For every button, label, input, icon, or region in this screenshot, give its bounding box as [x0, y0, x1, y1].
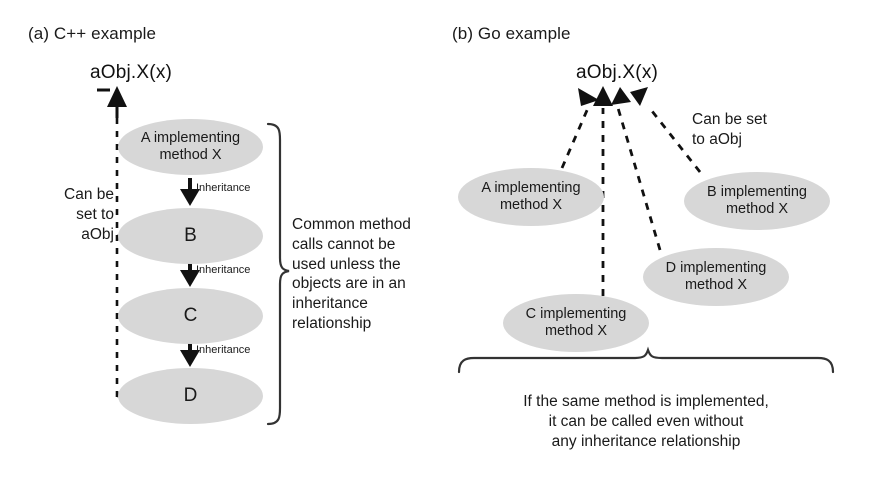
panel-a-node-c[interactable]: C [118, 288, 263, 344]
panel-a-node-a[interactable]: A implementing method X [118, 119, 263, 175]
panel-b-node-b[interactable]: B implementing method X [684, 172, 830, 230]
panel-a-node-b[interactable]: B [118, 208, 263, 264]
panel-a-call-arrow-icon [97, 86, 127, 118]
panel-a-call-label: aObj.X(x) [90, 62, 173, 83]
panel-b-can-be-set-note: Can be set to aObj [692, 111, 767, 148]
panel-a-title: (a) C++ example [28, 24, 157, 43]
panel-b-title: (b) Go example [452, 24, 571, 43]
panel-b-node-c[interactable]: C implementing method X [503, 294, 649, 352]
panel-b-node-a[interactable]: A implementing method X [458, 168, 604, 226]
panel-b-brace-note: If the same method is implemented, it ca… [523, 393, 769, 450]
panel-a-inheritance-label-3: Inheritance [196, 344, 251, 356]
panel-b-node-d[interactable]: D implementing method X [643, 248, 789, 306]
panel-a-inheritance-label-1: Inheritance [196, 182, 251, 194]
panel-a-brace [266, 122, 290, 426]
panel-a-brace-note: Common method calls cannot be used unles… [292, 216, 411, 333]
panel-b-call-label: aObj.X(x) [576, 62, 659, 83]
panel-a-node-d[interactable]: D [118, 368, 263, 424]
panel-b-call-arrowheads-icon [578, 86, 648, 106]
panel-a-can-be-set-note: Can be set to aObj [64, 186, 114, 243]
panel-a-inheritance-label-2: Inheritance [196, 264, 251, 276]
panel-b-brace [457, 346, 835, 374]
